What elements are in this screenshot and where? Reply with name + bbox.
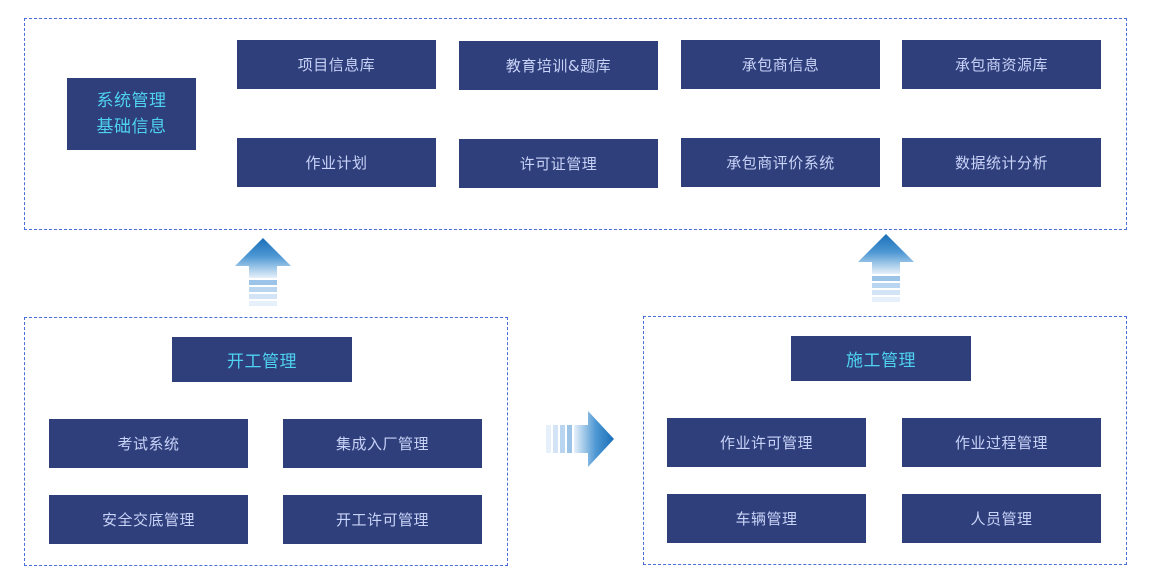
work-permit-box: 作业许可管理: [667, 418, 866, 467]
up-arrow-icon: [235, 238, 291, 306]
exam-system-box: 考试系统: [49, 419, 248, 468]
work-plan-box: 作业计划: [237, 138, 436, 187]
safety-briefing-box: 安全交底管理: [49, 495, 248, 544]
data-statistics-box: 数据统计分析: [902, 138, 1101, 187]
right-arrow-icon: [546, 411, 614, 467]
contractor-info-box: 承包商信息: [681, 40, 880, 89]
personnel-management-box: 人员管理: [902, 494, 1101, 543]
construction-panel: [643, 316, 1127, 565]
up-arrow-icon: [858, 234, 914, 302]
startup-panel: [24, 317, 508, 566]
construction-management-title: 施工管理: [791, 336, 971, 381]
vehicle-management-box: 车辆管理: [667, 494, 866, 543]
work-process-box: 作业过程管理: [902, 418, 1101, 467]
system-management-line2: 基础信息: [96, 117, 167, 137]
permit-management-box: 许可证管理: [459, 139, 658, 188]
startup-management-title: 开工管理: [172, 337, 352, 382]
system-management-line1: 系统管理: [96, 91, 167, 111]
contractor-evaluation-box: 承包商评价系统: [681, 138, 880, 187]
entry-management-box: 集成入厂管理: [283, 419, 482, 468]
system-management-box: 系统管理 基础信息: [67, 78, 196, 150]
startup-permit-box: 开工许可管理: [283, 495, 482, 544]
training-question-bank-box: 教育培训&题库: [459, 41, 658, 90]
contractor-resource-box: 承包商资源库: [902, 40, 1101, 89]
project-info-box: 项目信息库: [237, 40, 436, 89]
system-panel: [24, 18, 1127, 230]
